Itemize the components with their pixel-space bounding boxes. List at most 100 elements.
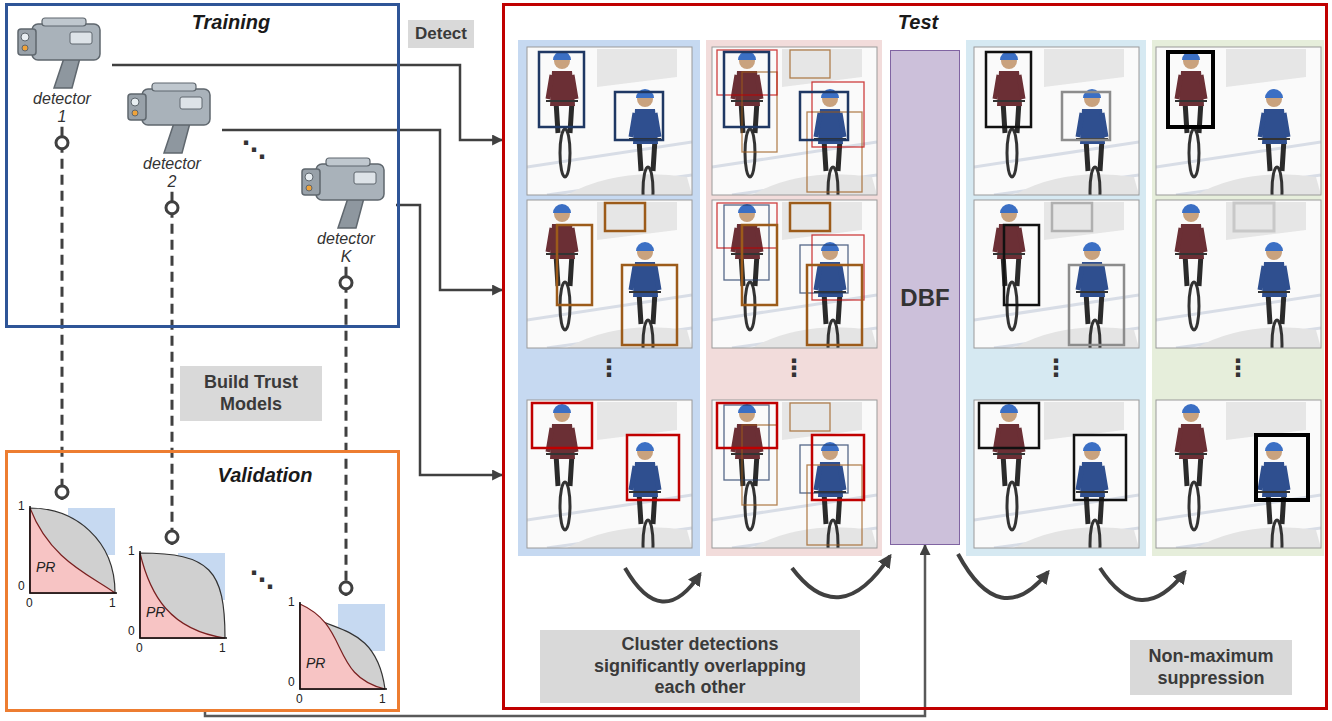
trust-link	[61, 127, 64, 500]
rider-arms	[1177, 228, 1205, 252]
bounding-box	[807, 112, 862, 192]
track-lines	[1156, 142, 1321, 195]
rider-helmet	[636, 89, 654, 98]
bike-wheel	[1189, 482, 1199, 530]
rider-helmet	[636, 242, 654, 251]
bounding-box	[1062, 92, 1110, 140]
detector-icon	[12, 10, 112, 90]
icon-handle	[164, 123, 190, 153]
pr-plot: 1PR001	[286, 596, 391, 708]
rider-arms	[1078, 113, 1106, 137]
rider-helmet	[1265, 242, 1283, 251]
fusion-block: DBF	[890, 50, 960, 545]
handlebar	[546, 100, 578, 102]
icon-body	[316, 164, 384, 200]
pr-chart	[16, 500, 121, 612]
bounding-box	[532, 403, 592, 448]
rider-arms	[631, 266, 659, 290]
bounding-box	[1234, 203, 1274, 231]
photo-ground	[527, 400, 692, 548]
photo-ground	[974, 47, 1139, 195]
track-sign	[1226, 49, 1306, 87]
handlebar	[1076, 491, 1108, 493]
track-sign	[1044, 49, 1124, 87]
icon-handle	[338, 198, 364, 228]
bounding-box	[724, 52, 769, 127]
rider-helmet	[1083, 89, 1101, 98]
rider-arms	[548, 228, 576, 252]
photo-frame	[712, 400, 877, 548]
detector-label: detector K	[317, 230, 375, 267]
handlebar	[993, 100, 1025, 102]
track-lines	[527, 295, 692, 348]
rider-helmet	[821, 442, 839, 451]
track-lines	[527, 495, 692, 548]
photo-ground	[712, 400, 877, 548]
bike-wheel	[1090, 520, 1100, 548]
rider-helmet	[553, 204, 571, 213]
shadow	[567, 174, 692, 195]
bounding-box	[1168, 52, 1213, 127]
bike-wheel	[643, 520, 653, 548]
icon-panel	[70, 32, 92, 44]
rider-arms	[548, 75, 576, 99]
bike-wheel	[560, 129, 570, 177]
rider-arms	[1177, 428, 1205, 452]
bounding-box	[790, 203, 830, 231]
track-lines	[974, 495, 1139, 548]
tick-label: 0	[136, 642, 143, 654]
photo-content	[1156, 47, 1321, 195]
photo-frame	[1156, 400, 1321, 548]
bounding-box	[557, 225, 592, 305]
track-sign	[597, 202, 677, 240]
bounding-box	[790, 50, 830, 78]
handlebar	[546, 253, 578, 255]
bounding-box	[812, 235, 864, 300]
photo-content	[1156, 400, 1321, 548]
handlebar	[1175, 453, 1207, 455]
bike-wheel	[745, 129, 755, 177]
photo-frame	[974, 200, 1139, 348]
flow-arrow	[396, 205, 502, 475]
photo-content	[527, 200, 692, 348]
pr-axes	[140, 551, 227, 638]
pr-upper	[300, 604, 385, 689]
handlebar	[1076, 291, 1108, 293]
bounding-box	[812, 435, 864, 500]
ellipsis-mark: ⋮	[597, 356, 621, 380]
icon-lens	[21, 33, 29, 41]
shadow	[1014, 174, 1139, 195]
icon-front	[18, 29, 36, 55]
handlebar	[1175, 253, 1207, 255]
step-text: Cluster detections significantly overlap…	[580, 634, 820, 699]
bike-wheel	[828, 167, 838, 195]
icon-panel	[354, 172, 376, 184]
ellipsis-mark: ⋱	[242, 138, 266, 162]
icon-lens	[305, 173, 313, 181]
flow-arrow	[222, 130, 502, 290]
photo	[974, 200, 1139, 368]
frame-box: TestDBFCluster detections significantly …	[502, 3, 1328, 710]
link-end	[56, 486, 68, 498]
link-end	[340, 277, 352, 289]
icon-front	[302, 169, 320, 195]
bounding-box	[1004, 225, 1039, 305]
bounding-box	[615, 92, 663, 140]
bounding-box	[800, 92, 848, 140]
tick-label: 0	[18, 580, 25, 592]
shadow	[1196, 327, 1321, 348]
clusters-band	[706, 40, 882, 556]
bounding-box	[724, 205, 769, 280]
link-end	[166, 202, 178, 214]
step-arrow	[1100, 568, 1185, 600]
photo-content	[974, 47, 1139, 195]
ellipsis-mark: ⋱	[250, 568, 274, 592]
track-lines	[974, 295, 1139, 348]
rider-helmet	[1083, 242, 1101, 251]
bike-wheel	[1272, 320, 1282, 348]
bounding-box	[1052, 203, 1092, 231]
icon-top	[326, 158, 370, 166]
rider-arms	[1078, 266, 1106, 290]
track-lines	[1156, 295, 1321, 348]
icon-lens	[22, 45, 28, 51]
